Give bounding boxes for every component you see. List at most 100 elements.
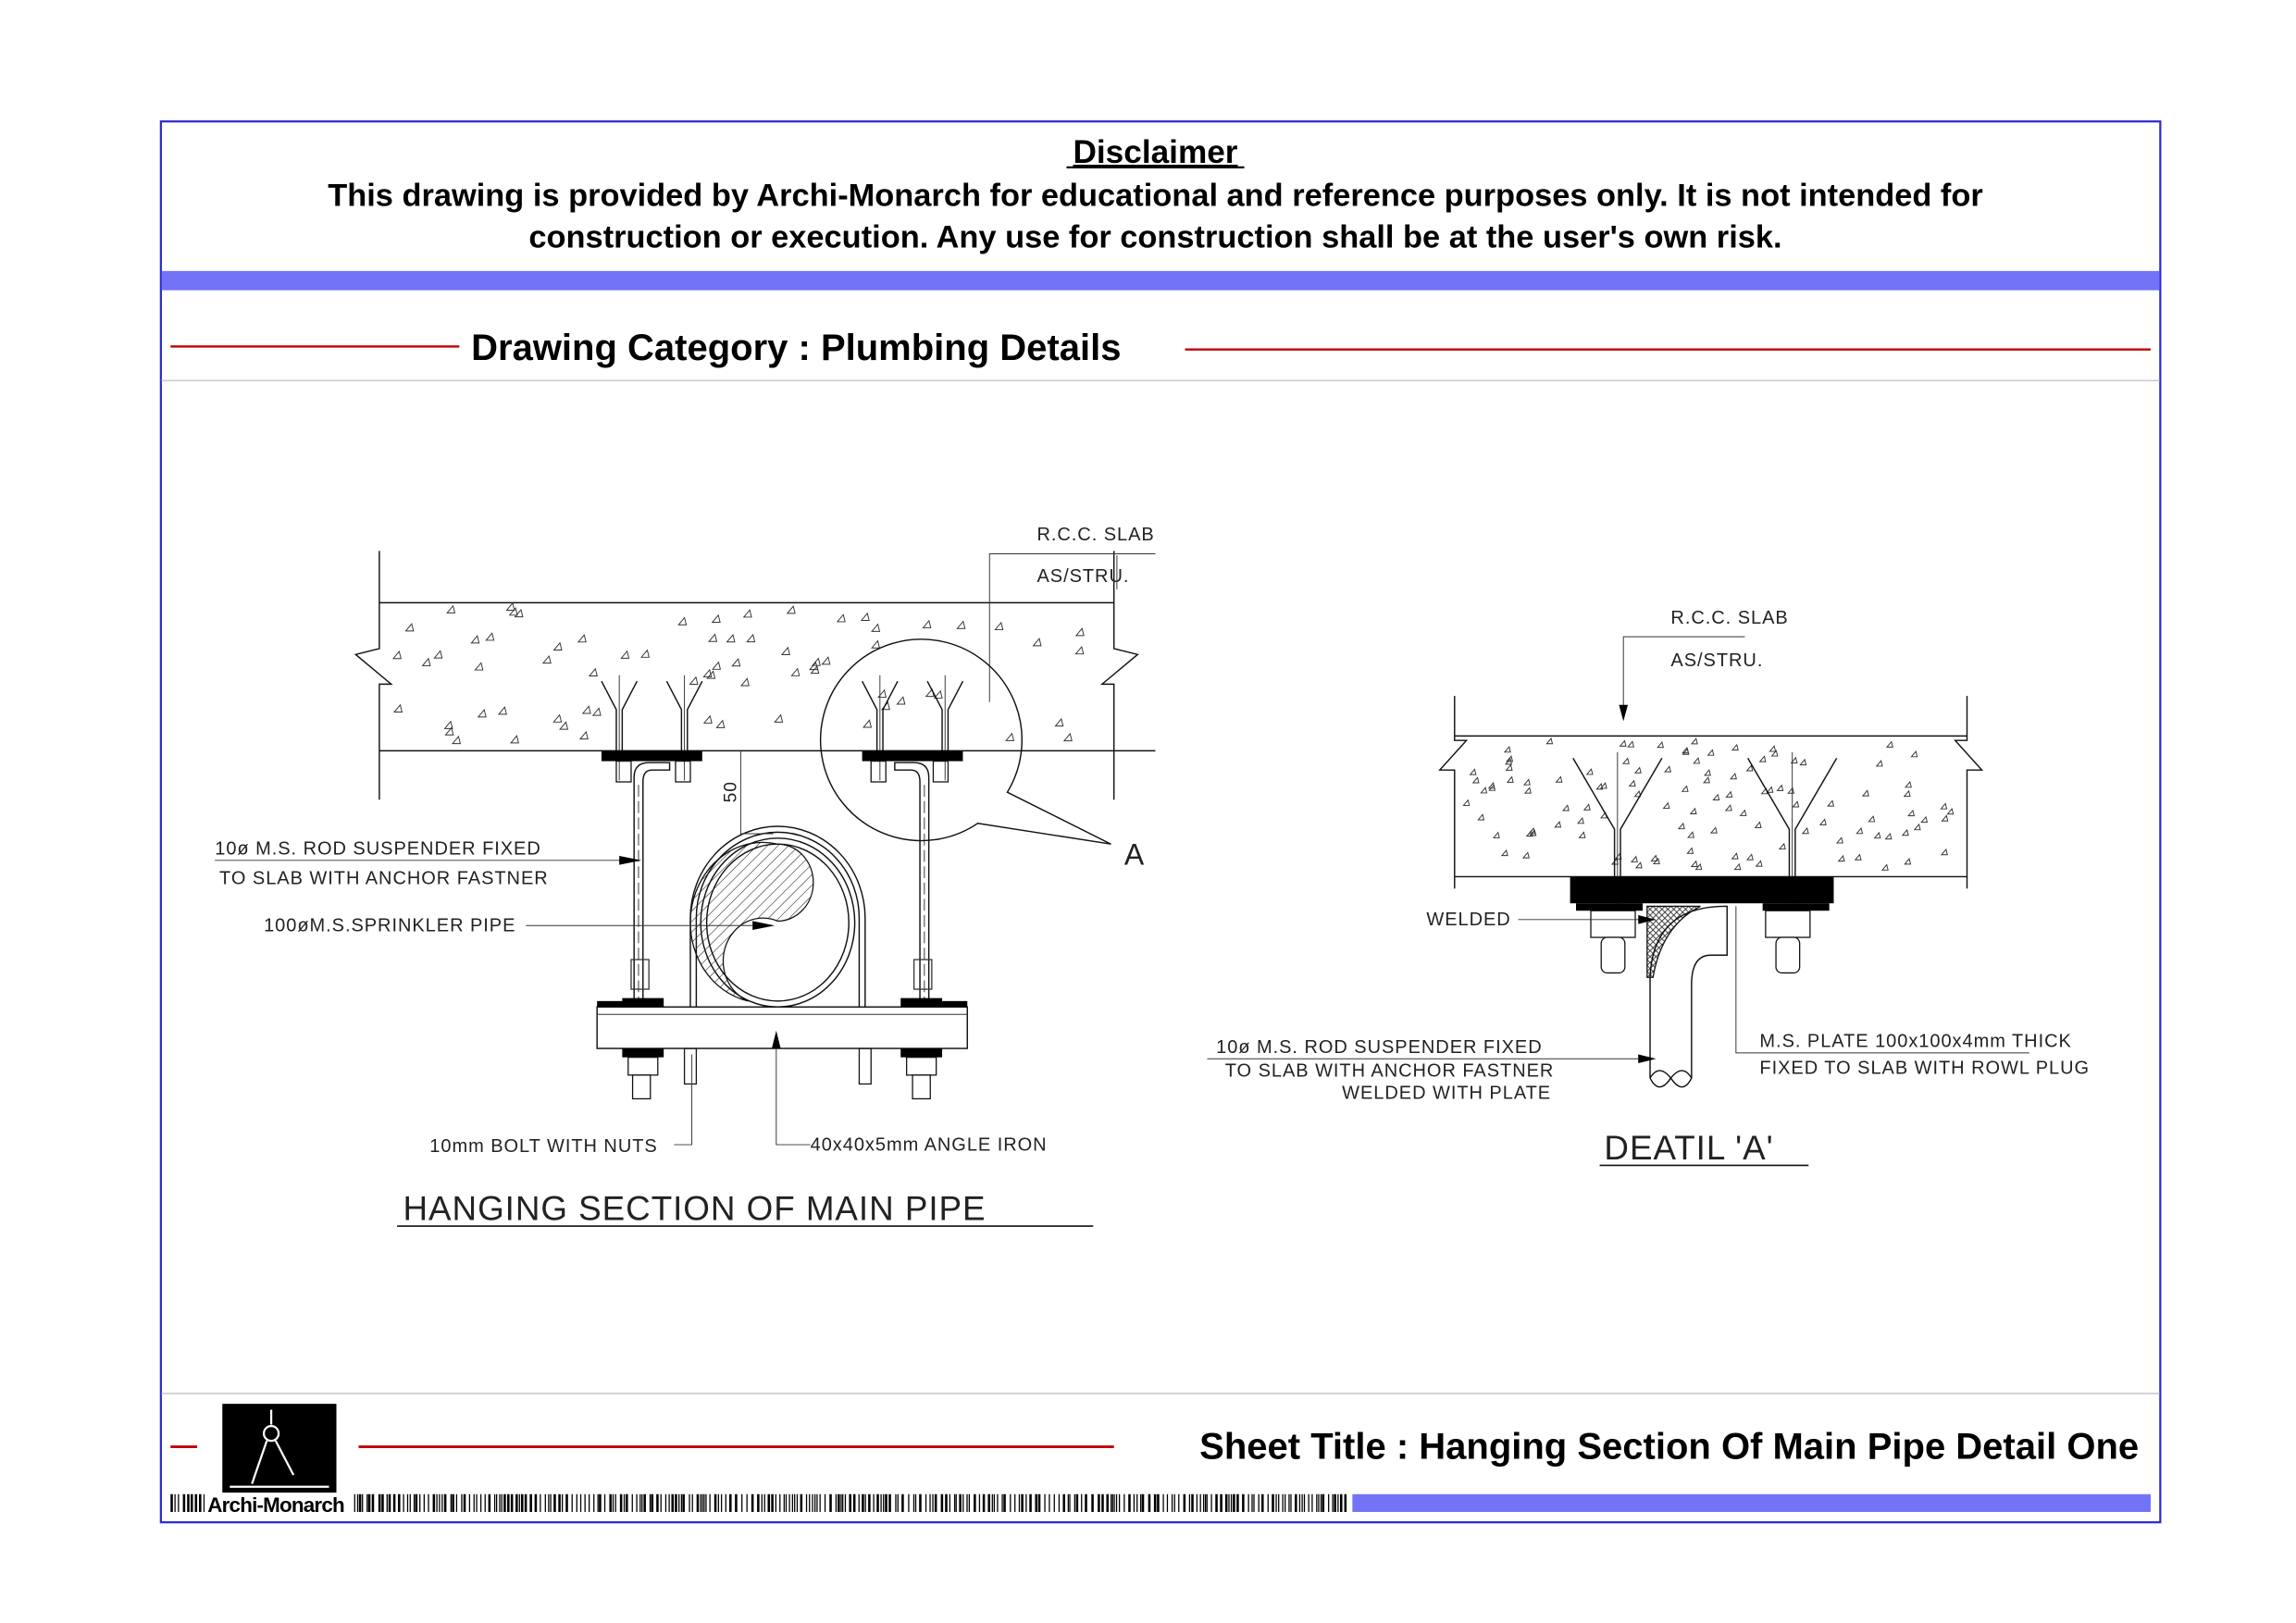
aggregate-mark [1712, 793, 1720, 800]
aggregate-mark [1861, 789, 1869, 797]
aggregate-mark [1724, 804, 1732, 812]
aggregate-mark [1745, 853, 1754, 861]
aggregate-mark [1677, 822, 1685, 830]
detail-marker-a: A [1124, 838, 1145, 872]
aggregate-mark [1471, 776, 1480, 784]
disclaimer-title: Disclaimer [1074, 134, 1238, 170]
brand-name: Archi-Monarch [207, 1493, 344, 1517]
aggregate-mark [1940, 802, 1948, 810]
aggregate-mark [1901, 828, 1909, 836]
aggregate-mark [1634, 861, 1643, 869]
aggregate-mark [863, 719, 873, 728]
aggregate-mark [877, 688, 887, 699]
aggregate-mark [1032, 638, 1042, 647]
aggregate-mark [1492, 831, 1500, 838]
aggregate-mark [1704, 769, 1711, 776]
aggregate-mark [1730, 772, 1737, 780]
aggregate-mark [1910, 750, 1918, 758]
slab-label: R.C.C. SLAB [1036, 525, 1154, 545]
aggregate-mark [1480, 787, 1488, 794]
aggregate-mark [994, 621, 1004, 631]
aggregate-mark [1506, 775, 1514, 783]
aggregate-mark [1582, 803, 1591, 811]
aggregate-mark [1739, 809, 1747, 816]
aggregate-mark [1657, 740, 1664, 749]
aggregate-mark [1731, 852, 1739, 860]
aggregate-mark [1903, 789, 1911, 798]
aggregate-mark [1770, 750, 1779, 757]
aggregate-mark [1855, 827, 1864, 835]
aggregate-mark [871, 623, 881, 632]
disclaimer: Disclaimer This drawing is provided by A… [328, 134, 1983, 254]
aggregate-mark [581, 705, 591, 714]
rcc-slab-right [1438, 696, 1984, 889]
aggregate-mark [1523, 787, 1532, 794]
aggregate-mark [485, 632, 495, 641]
hanging-section-drawing: R.C.C. SLAB AS/STRU. [215, 525, 1156, 1228]
footer-band [1352, 1493, 2151, 1512]
aggregate-mark [470, 635, 480, 644]
disclaimer-line-1: This drawing is provided by Archi-Monarc… [328, 178, 1983, 213]
aggregate-mark [497, 706, 507, 715]
aggregate-mark [1682, 748, 1690, 755]
aggregate-mark [780, 646, 790, 655]
aggregate-mark [1754, 821, 1762, 828]
aggregate-mark [1913, 823, 1921, 831]
welded-label: WELDED [1426, 910, 1510, 930]
aggregate-mark [1702, 776, 1710, 784]
aggregate-mark [1462, 799, 1471, 806]
aggregate-mark [1054, 717, 1064, 727]
detail-callout-circle [819, 638, 1111, 845]
suspender-rods [630, 762, 933, 1022]
aggregate-mark [896, 696, 906, 705]
aggregate-mark [1528, 827, 1536, 835]
aggregate-mark [510, 735, 519, 744]
aggregate-mark [1585, 768, 1594, 775]
aggregate-mark [810, 664, 820, 675]
aggregate-mark [1687, 831, 1694, 838]
rod-label-2: TO SLAB WITH ANCHOR FASTNER [219, 868, 549, 888]
aggregate-mark [689, 675, 699, 685]
aggregate-mark [446, 604, 456, 613]
aggregate-mark [1884, 832, 1893, 840]
aggregate-mark [393, 703, 403, 712]
top-plate [601, 750, 702, 762]
aggregate-mark [477, 709, 487, 718]
aggregate-mark [677, 616, 688, 626]
aggregate-mark [1920, 815, 1929, 824]
slab-label: R.C.C. SLAB [1670, 608, 1788, 628]
aggregate-mark [433, 650, 443, 659]
aggregate-mark [474, 662, 484, 671]
aggregate-mark [1650, 854, 1658, 861]
aggregate-mark [1778, 842, 1786, 850]
aggregate-mark [1500, 849, 1508, 857]
aggregate-mark [786, 605, 796, 614]
aggregate-mark [1522, 778, 1531, 786]
aggregate-mark [1005, 732, 1015, 741]
aggregate-mark [726, 634, 736, 643]
rcc-slab-left [354, 551, 1156, 800]
aggregate-mark [1576, 817, 1584, 824]
aggregate-mark [836, 613, 846, 623]
aggregate-mark [552, 641, 563, 650]
slab-sub-label: AS/STRU. [1670, 650, 1763, 671]
aggregate-mark [871, 639, 881, 649]
rod-label-1: 10ø M.S. ROD SUSPENDER FIXED [1216, 1037, 1543, 1058]
aggregate-mark [1633, 789, 1642, 798]
aggregate-mark [1545, 737, 1554, 745]
aggregate-mark [708, 633, 718, 642]
aggregate-mark [1706, 749, 1715, 756]
aggregate-mark [1477, 813, 1485, 821]
aggregate-mark [746, 633, 756, 643]
aggregate-mark [1731, 743, 1739, 751]
aggregate-mark [1505, 763, 1513, 771]
aggregate-mark [1522, 851, 1530, 859]
aggregate-mark [1554, 821, 1562, 828]
top-plate [862, 750, 963, 762]
aggregate-mark [1662, 801, 1670, 810]
aggregate-mark [508, 607, 518, 616]
aggregate-mark [742, 609, 752, 618]
rod-label-1: 10ø M.S. ROD SUSPENDER FIXED [215, 838, 541, 859]
aggregate-mark [1904, 858, 1912, 865]
aggregate-mark [505, 601, 515, 611]
